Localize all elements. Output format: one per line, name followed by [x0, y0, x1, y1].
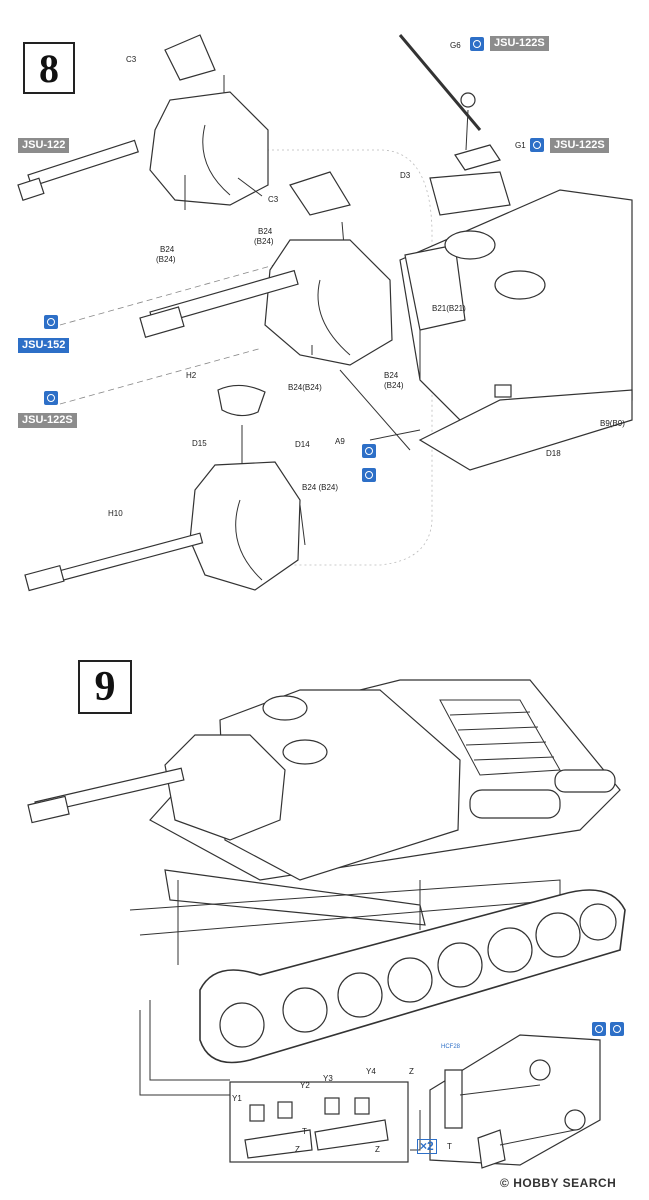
part-c3-mid: C3	[268, 195, 279, 204]
turret-jsu122s-drawing	[24, 384, 306, 592]
part-b24-a: B24	[160, 245, 175, 254]
part-b21: B21(B21)	[432, 304, 466, 313]
paint-icon	[610, 1022, 624, 1036]
part-y2: Y2	[300, 1081, 310, 1090]
watermark-brand: HOBBY SEARCH	[513, 1176, 617, 1190]
part-b24-e: B24 (B24)	[302, 483, 339, 492]
part-y3: Y3	[323, 1074, 333, 1083]
turret-jsu152-drawing	[139, 171, 393, 366]
part-b24-d: B24	[384, 371, 399, 380]
step-9-label: 9	[94, 664, 116, 710]
watermark: © HOBBY SEARCH	[500, 1176, 616, 1190]
copyright-symbol: ©	[500, 1176, 510, 1190]
part-h2: H2	[186, 371, 197, 380]
part-d14: D14	[295, 440, 310, 449]
part-d3: D3	[400, 171, 411, 180]
separate-icon	[470, 37, 484, 51]
cement-icon	[362, 468, 376, 482]
turret-jsu122-drawing	[17, 34, 269, 210]
part-t-a: T	[302, 1127, 307, 1136]
tag-jsu-122s-g1: JSU-122S	[550, 138, 609, 153]
part-a9: A9	[335, 437, 345, 446]
part-d18: D18	[546, 449, 561, 458]
inset-tracks-drawing	[229, 1081, 409, 1163]
part-g1: G1	[515, 141, 526, 150]
part-b24-b: B24	[258, 227, 273, 236]
step-8-number: 8	[23, 42, 75, 94]
quantity-x2-badge: ×2	[417, 1139, 437, 1154]
part-b9: B9(B9)	[600, 419, 625, 428]
part-z-b: Z	[375, 1145, 380, 1154]
part-c3-top: C3	[126, 55, 137, 64]
tag-jsu-122s-g6: JSU-122S	[490, 36, 549, 51]
separate-icon	[592, 1022, 606, 1036]
tag-jsu-152: JSU-152	[18, 338, 70, 353]
inset-drive-sprocket-drawing	[429, 1034, 601, 1169]
separate-icon	[530, 138, 544, 152]
step-9-number: 9	[78, 660, 132, 714]
tag-jsu-122s-left: JSU-122S	[18, 413, 77, 428]
part-b24-a-paren: (B24)	[156, 255, 176, 264]
part-z-c: Z	[409, 1067, 414, 1076]
glue-icon	[362, 444, 376, 458]
hcl-code: HCF28	[441, 1044, 461, 1050]
part-b24-c: B24(B24)	[288, 383, 322, 392]
part-y1: Y1	[232, 1094, 242, 1103]
separate-icon	[44, 391, 58, 405]
hull-step8-drawing	[339, 34, 633, 471]
part-g6: G6	[450, 41, 461, 50]
vehicle-step9-drawing	[27, 679, 626, 1151]
part-y4: Y4	[366, 1067, 376, 1076]
separate-icon	[44, 315, 58, 329]
part-d15: D15	[192, 439, 207, 448]
step-8-label: 8	[39, 45, 59, 91]
part-b24-d-paren: (B24)	[384, 381, 404, 390]
tag-jsu-122: JSU-122	[18, 138, 70, 153]
part-z-a: Z	[295, 1145, 300, 1154]
part-b24-b-paren: (B24)	[254, 237, 274, 246]
part-t-b: T	[447, 1142, 452, 1151]
part-h10: H10	[108, 509, 123, 518]
